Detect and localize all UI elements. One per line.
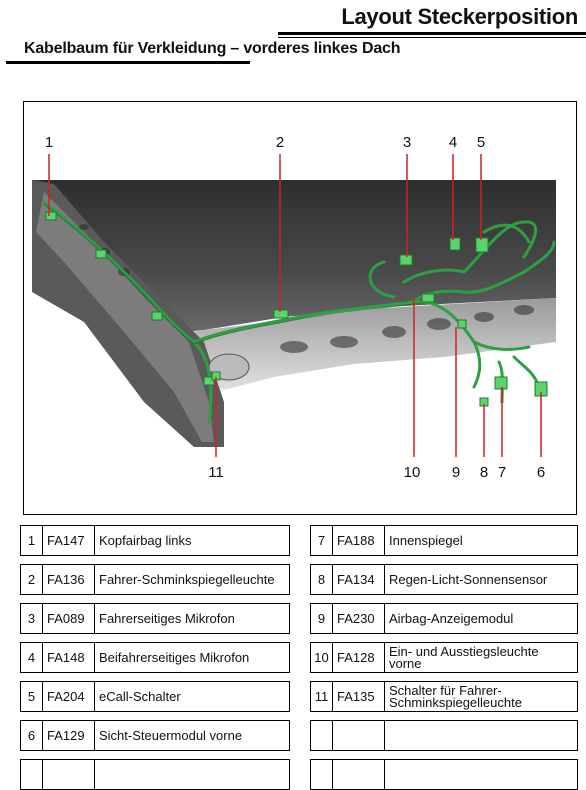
callout-4: 4 [448, 134, 458, 151]
legend-row: 7 FA188 Innenspiegel [310, 525, 578, 556]
legend-num: 11 [310, 681, 333, 712]
legend-code: FA136 [42, 564, 95, 595]
legend-desc [384, 720, 578, 751]
legend-row: 1 FA147 Kopfairbag links [20, 525, 290, 556]
legend-desc: Fahrerseitiges Mikrofon [94, 603, 290, 634]
callout-7: 7 [497, 464, 507, 481]
legend-row: 2 FA136 Fahrer-Schminkspiegelleuchte [20, 564, 290, 595]
callout-1: 1 [44, 134, 54, 151]
legend-num: 7 [310, 525, 333, 556]
callout-11: 11 [208, 464, 224, 481]
legend-desc: Airbag-Anzeigemodul [384, 603, 578, 634]
legend-num [310, 720, 333, 751]
legend-left: 1 FA147 Kopfairbag links 2 FA136 Fahrer-… [20, 525, 290, 790]
leader-lines [48, 154, 542, 457]
callout-2: 2 [275, 134, 285, 151]
legend-desc: Regen-Licht-Sonnensensor [384, 564, 578, 595]
legend-code: FA147 [42, 525, 95, 556]
legend-desc: Kopfairbag links [94, 525, 290, 556]
legend-desc: Schalter für Fahrer-Schminkspiegelleucht… [384, 681, 578, 712]
legend-num [310, 759, 333, 790]
legend-num [20, 759, 43, 790]
legend-code: FA148 [42, 642, 95, 673]
legend-row [310, 720, 578, 751]
legend-code: FA135 [332, 681, 385, 712]
legend-num: 3 [20, 603, 43, 634]
legend-num: 4 [20, 642, 43, 673]
legend-code [42, 759, 95, 790]
legend-desc: Ein- und Ausstiegsleuchte vorne [384, 642, 578, 673]
legend-code: FA230 [332, 603, 385, 634]
legend-num: 2 [20, 564, 43, 595]
legend-code: FA188 [332, 525, 385, 556]
callout-8: 8 [479, 464, 489, 481]
legend-num: 9 [310, 603, 333, 634]
legend-row: 9 FA230 Airbag-Anzeigemodul [310, 603, 578, 634]
legend-right: 7 FA188 Innenspiegel 8 FA134 Regen-Licht… [310, 525, 578, 790]
legend-code [332, 759, 385, 790]
legend-desc: Innenspiegel [384, 525, 578, 556]
legend-desc [94, 759, 290, 790]
title-rule [278, 32, 586, 35]
legend-num: 8 [310, 564, 333, 595]
legend-row: 8 FA134 Regen-Licht-Sonnensensor [310, 564, 578, 595]
rail-holes [79, 224, 534, 353]
legend-row [20, 759, 290, 790]
legend-row [310, 759, 578, 790]
legend-code: FA129 [42, 720, 95, 751]
legend-num: 10 [310, 642, 333, 673]
legend-row: 11 FA135 Schalter für Fahrer-Schminkspie… [310, 681, 578, 712]
title-rule-thin [278, 37, 586, 38]
legend-row: 3 FA089 Fahrerseitiges Mikrofon [20, 603, 290, 634]
legend-desc: Beifahrerseitiges Mikrofon [94, 642, 290, 673]
legend-desc: Fahrer-Schminkspiegelleuchte [94, 564, 290, 595]
callout-5: 5 [476, 134, 486, 151]
legend-num: 6 [20, 720, 43, 751]
legend-code [332, 720, 385, 751]
connectors [45, 211, 548, 407]
harness-figure: 1 2 3 4 5 6 7 8 9 10 11 [23, 101, 577, 515]
legend-code: FA134 [332, 564, 385, 595]
legend-code: FA128 [332, 642, 385, 673]
a-pillar-highlight [36, 192, 214, 442]
subtitle-rule [6, 61, 250, 64]
callout-10: 10 [403, 464, 421, 481]
page-title: Layout Steckerposition [341, 4, 578, 29]
legend-num: 5 [20, 681, 43, 712]
legend-code: FA089 [42, 603, 95, 634]
callout-6: 6 [536, 464, 546, 481]
legend-row: 6 FA129 Sicht-Steuermodul vorne [20, 720, 290, 751]
callout-9: 9 [451, 464, 461, 481]
roof-harness-illustration [32, 154, 556, 457]
harness-shadow [43, 203, 415, 345]
page-subtitle: Kabelbaum für Verkleidung – vorderes lin… [24, 40, 401, 57]
legend-row: 10 FA128 Ein- und Ausstiegsleuchte vorne [310, 642, 578, 673]
legend-row: 4 FA148 Beifahrerseitiges Mikrofon [20, 642, 290, 673]
legend-desc: eCall-Schalter [94, 681, 290, 712]
callout-3: 3 [402, 134, 412, 151]
legend-row: 5 FA204 eCall-Schalter [20, 681, 290, 712]
legend-code: FA204 [42, 681, 95, 712]
legend-desc: Sicht-Steuermodul vorne [94, 720, 290, 751]
legend-desc [384, 759, 578, 790]
legend-num: 1 [20, 525, 43, 556]
